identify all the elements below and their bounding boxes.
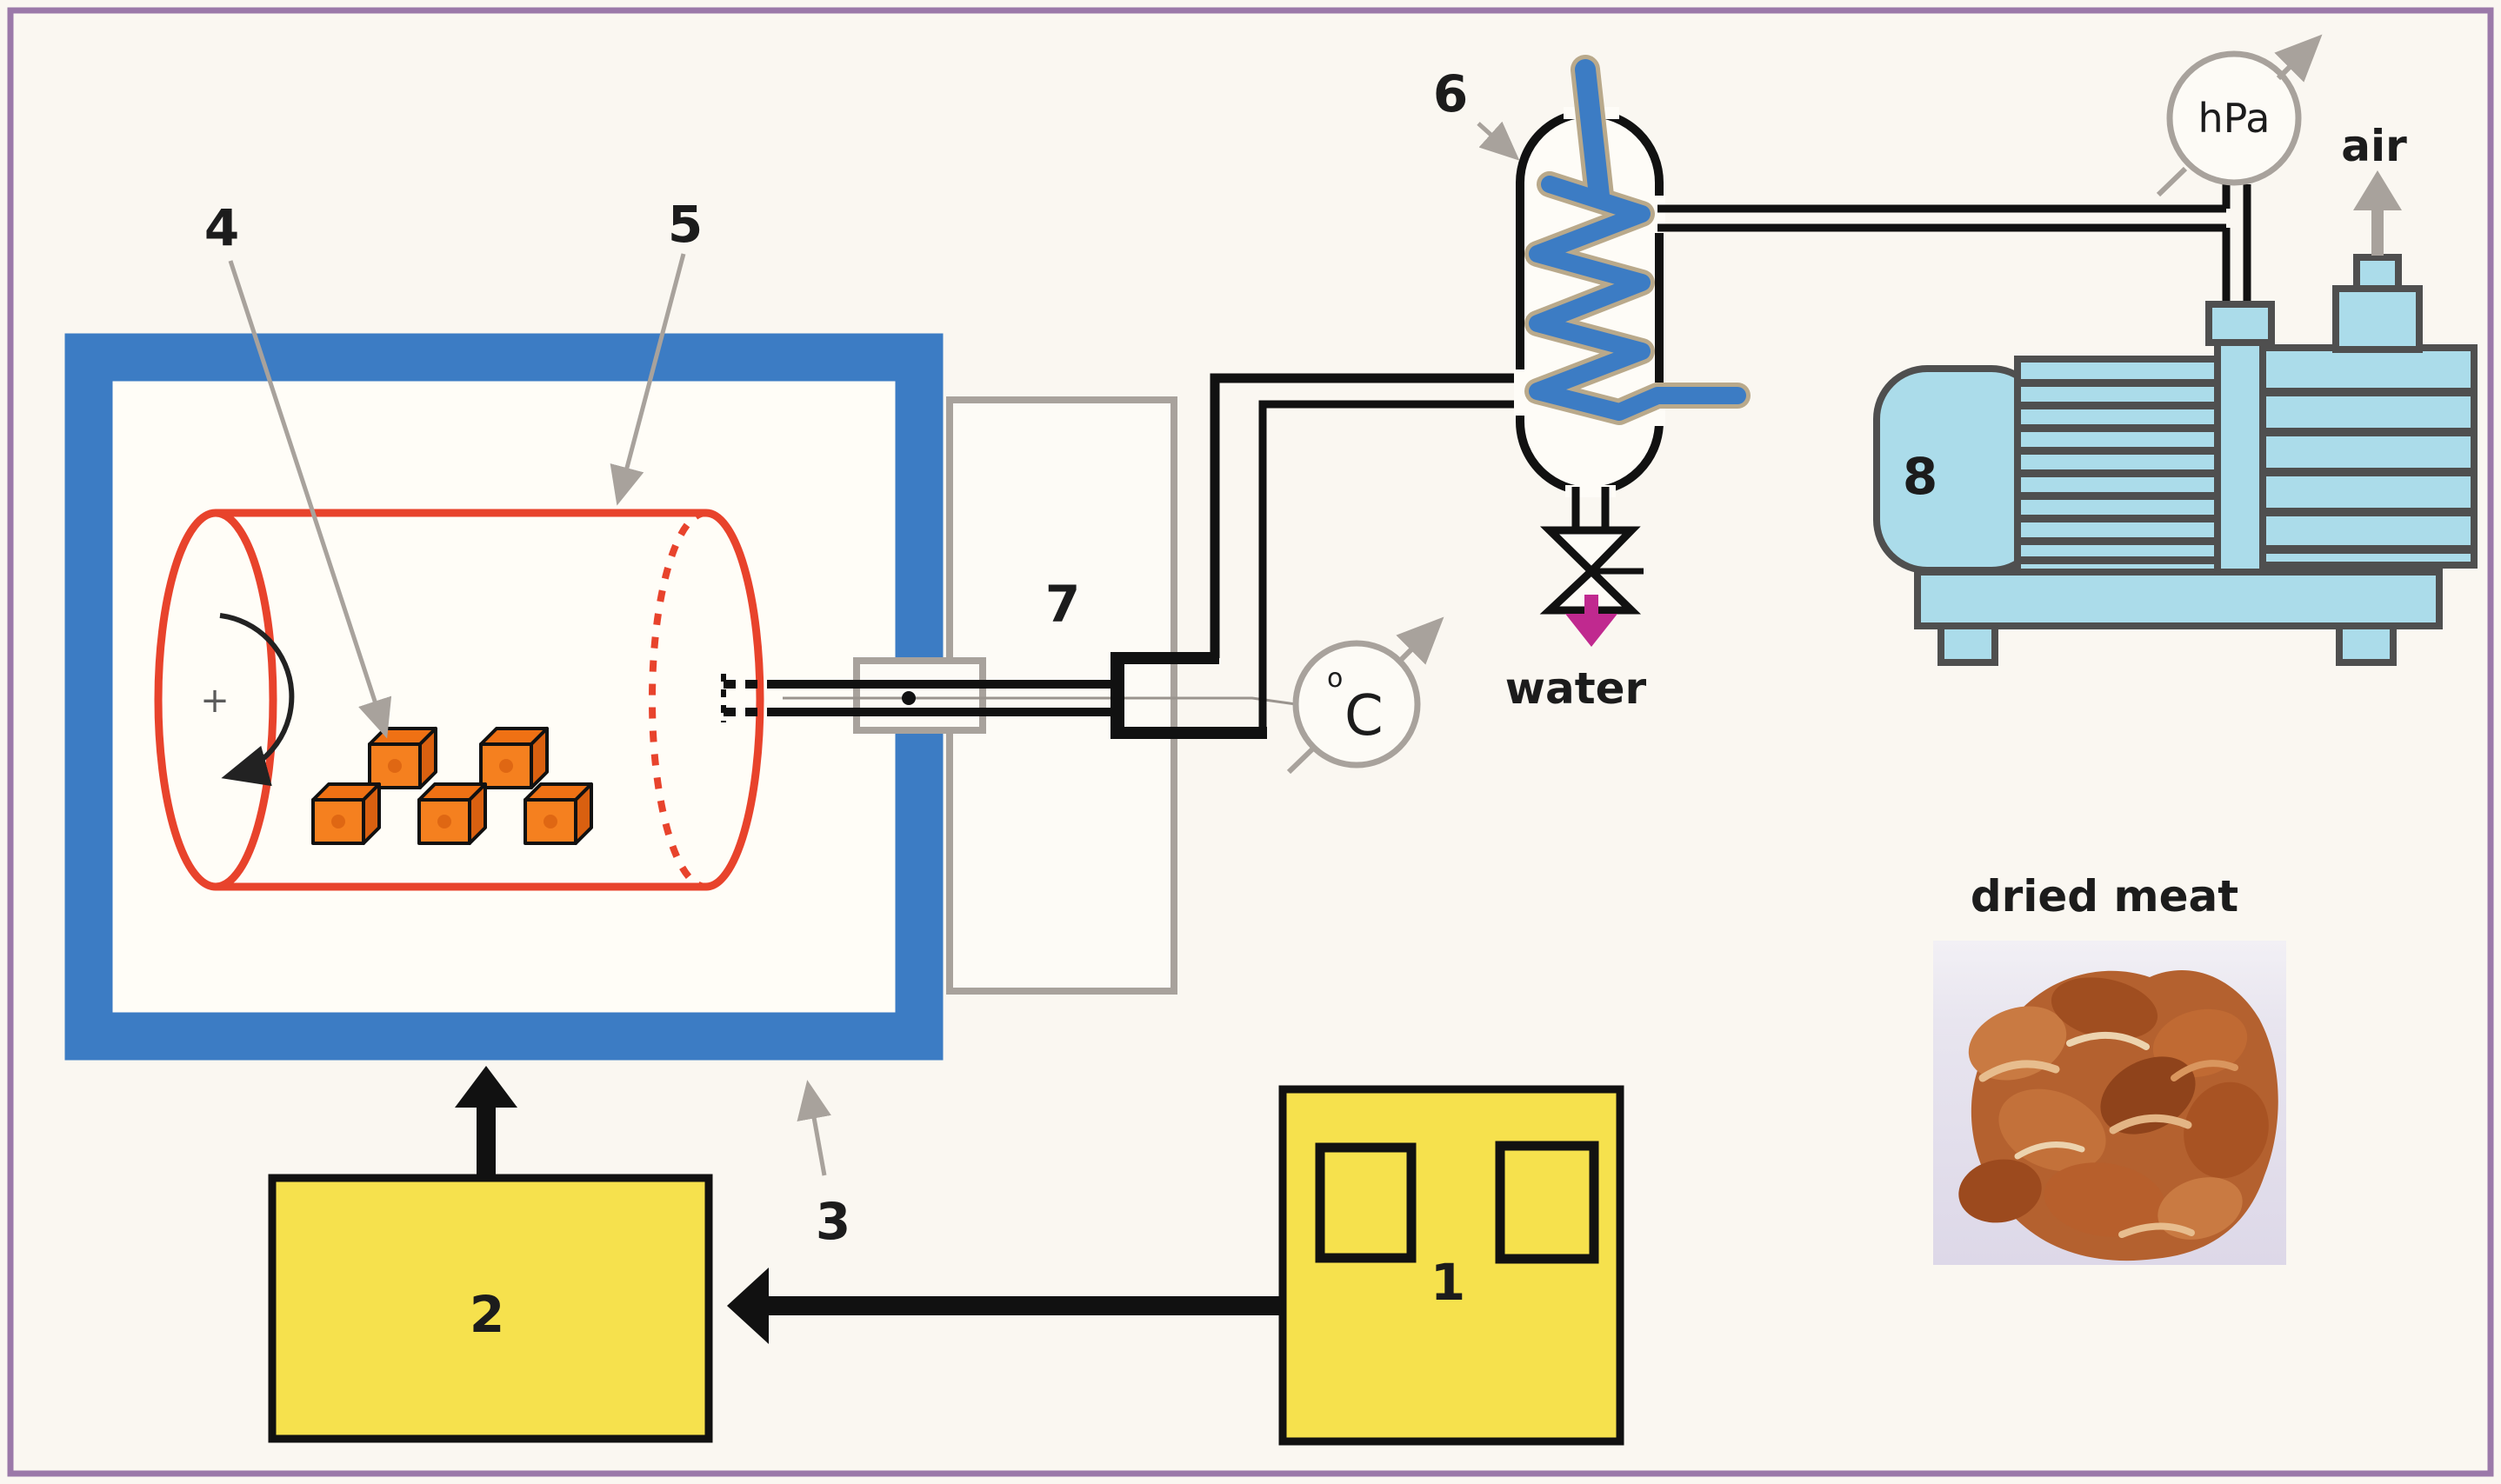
component-4-label: 4 (204, 198, 239, 257)
component-7-box (946, 396, 1177, 995)
duct-bracket-top (1110, 652, 1219, 664)
callouts: 4 5 3 6 7 8 (204, 64, 1937, 1251)
water-arrow-icon (1565, 614, 1617, 647)
vacuum-line (1657, 184, 2251, 307)
pump-motor-fins (2014, 356, 2224, 577)
gauge-needle-icon (1395, 616, 1444, 666)
callout-5-arrow-icon (610, 253, 686, 506)
temperature-gauge: o C (1286, 616, 1444, 775)
coolant-inlet-pipe (1575, 59, 1610, 206)
air-outlet: air (2341, 121, 2407, 256)
meat-pile (1958, 970, 2278, 1261)
dried-meat-label: dried meat (1971, 871, 2238, 922)
component-7-label: 7 (1045, 575, 1080, 634)
arrow-shaft (477, 1104, 496, 1179)
vacuum-duct (1110, 373, 1524, 739)
drain-valve-icon (1539, 526, 1641, 577)
pump-base (1914, 569, 2443, 629)
figure-border (7, 7, 2494, 1477)
temperature-gauge-dial (1292, 640, 1421, 769)
meat-cube (479, 727, 549, 789)
display-window (1315, 1142, 1417, 1263)
water-label: water (1505, 663, 1647, 714)
meat-cubes (311, 727, 593, 845)
cooling-coil-icon (1529, 176, 1746, 421)
wall-coupling (853, 657, 986, 734)
pump-foot (2336, 622, 2397, 666)
meat-cube (311, 782, 381, 845)
drum-right-rim (705, 509, 764, 891)
duct-bracket-left (1110, 652, 1124, 739)
gauge-needle-icon (2274, 34, 2323, 83)
microwave-cavity (64, 333, 944, 1061)
meat-cube (368, 727, 437, 789)
arrow-head-icon (455, 1066, 517, 1108)
pressure-gauge-dial (2166, 50, 2302, 186)
vacuum-pump (1873, 254, 2478, 666)
component-1-label: 1 (1431, 1253, 1465, 1312)
drum-shaft (721, 657, 1297, 734)
shaft-top-bar (777, 680, 1110, 689)
component-7-outline (946, 396, 1177, 995)
pump-inlet-port (2205, 301, 2275, 346)
arrow-head-icon (727, 1268, 769, 1344)
meat-cube (524, 782, 593, 845)
callout-4-arrow-icon (228, 260, 392, 739)
rotation-arrow-icon (219, 613, 295, 787)
air-arrow-icon (2353, 170, 2402, 210)
exhaust-port (2332, 285, 2423, 353)
callout-3-arrow-icon (797, 1080, 831, 1176)
duct-outer-wall (1210, 373, 1524, 658)
temperature-unit: o C (1327, 663, 1384, 749)
component-1-box: 1 (1278, 1085, 1624, 1446)
pump-body (2259, 344, 2478, 569)
duct-inner-wall (1258, 400, 1524, 733)
component-2-label: 2 (470, 1285, 504, 1344)
arrow-shaft (765, 1296, 1283, 1315)
dried-meat-figure: dried meat (1933, 871, 2286, 1265)
shaft-center-dot (902, 691, 916, 705)
callout-6-arrow-icon (1477, 121, 1520, 161)
power-arrow-left (727, 1268, 1283, 1344)
shaft-bottom-bar (777, 708, 1110, 716)
pressure-gauge: hPa (2156, 34, 2323, 197)
power-arrow-up (455, 1066, 517, 1179)
air-label: air (2341, 121, 2407, 171)
pressure-unit-label: hPa (2198, 95, 2270, 142)
drum-left-face (154, 509, 277, 891)
cavity-wall (64, 333, 944, 1061)
meat-cube (417, 782, 487, 845)
pump-inlet-column (2214, 337, 2266, 579)
component-6-label: 6 (1433, 64, 1468, 123)
duct-bracket-bottom (1110, 727, 1267, 739)
component-2-box: 2 (268, 1174, 713, 1443)
component-3-label: 3 (816, 1192, 850, 1251)
thermocouple-wire (783, 696, 1297, 706)
rotation-axis-plus: + (200, 681, 230, 721)
water-arrow-shaft (1584, 595, 1598, 617)
gauge-needle-tail (2156, 166, 2188, 197)
pump-foot (1937, 622, 1998, 666)
air-arrow-shaft (2371, 207, 2384, 256)
display-window (1495, 1141, 1599, 1264)
condenser: water (1505, 55, 1751, 714)
component-5-label: 5 (668, 195, 703, 254)
gauge-needle-tail (1286, 744, 1317, 775)
rotary-drum: + (154, 509, 764, 891)
component-8-label: 8 (1903, 447, 1937, 506)
